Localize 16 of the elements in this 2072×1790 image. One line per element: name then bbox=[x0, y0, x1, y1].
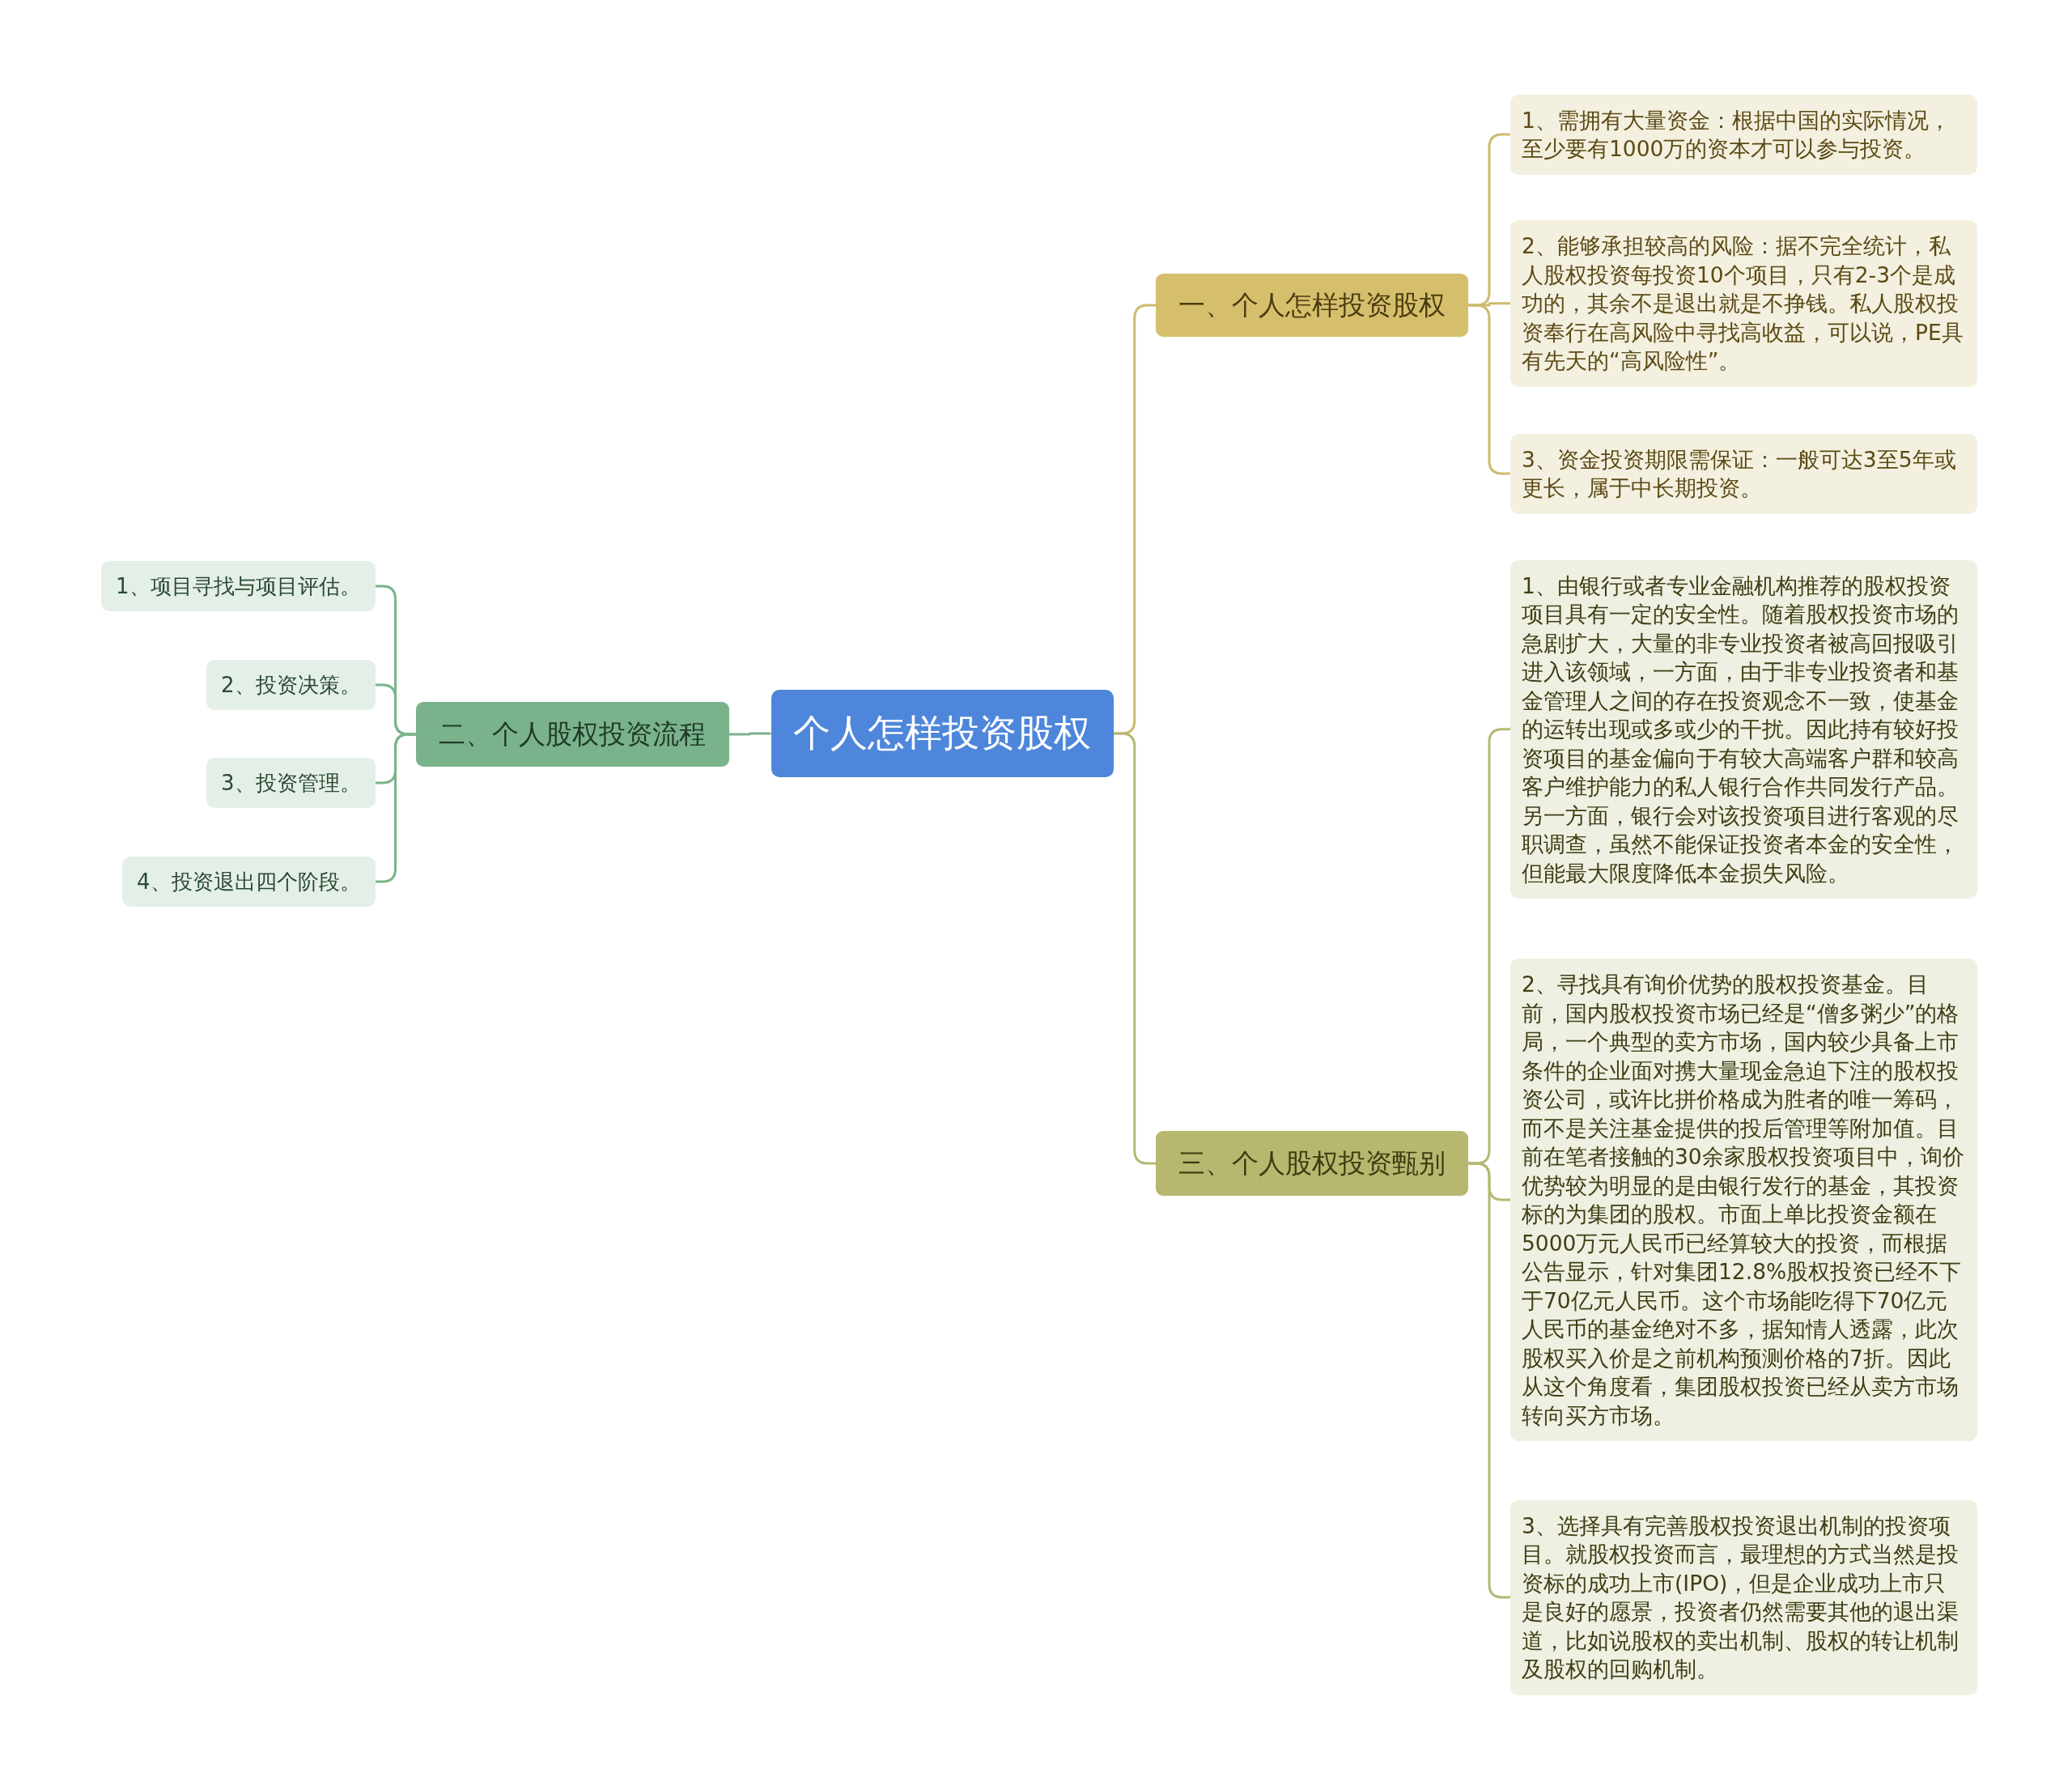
subtopic-card: 1、需拥有大量资金：根据中国的实际情况，至少要有1000万的资本才可以参与投资。 bbox=[1510, 94, 1977, 175]
connector-line bbox=[375, 733, 416, 883]
subtopic-card: 1、由银行或者专业金融机构推荐的股权投资项目具有一定的安全性。随着股权投资市场的急剧扩大，大量的非专业投资者被高回报吸引进入该领域，一方面，由于非专业投资者和基金管理人之间的存在投资观念不一致，使基金的运转出现或多或少的干扰。因此持有较好投资项目的基金偏向于有较大高端客户群和较高客户维护能力的私人银行合作共同发行产品。另一方面，银行会对该投资项目进行客观的尽职调查，虽然不能保证投资者本金的安全性，但能最大限度降低本金损失风险。 bbox=[1510, 559, 1977, 899]
main-topic-box: 三、个人股权投资甄别 bbox=[1156, 1131, 1468, 1196]
central-topic-box: 个人怎样投资股权 bbox=[771, 690, 1114, 777]
subtopic-card: 2、投资决策。 bbox=[206, 660, 376, 710]
subtopic-card: 2、能够承担较高的风险：据不完全统计，私人股权投资每投资10个项目，只有2-3个是成功的，其余不是退出就是不挣钱。私人股权投资奉行在高风险中寻找高收益，可以说，PE具有先天的“高风险性”。 bbox=[1510, 220, 1977, 387]
main-topic-box: 一、个人怎样投资股权 bbox=[1156, 274, 1468, 337]
main-topic-box: 二、个人股权投资流程 bbox=[415, 702, 729, 767]
subtopic-card: 2、寻找具有询价优势的股权投资基金。目前，国内股权投资市场已经是“僧多粥少”的格局，一个典型的卖方市场，国内较少具备上市条件的企业面对携大量现金急迫下注的股权投资公司，或许比拼价格成为胜者的唯一筹码，而不是关注基金提供的投后管理等附加值。目前在笔者接触的30余家股权投资项目中，询价优势较为明显的是由银行发行的基金，其投资标的为集团的股权。市面上单比投资金额在5000万元人民币已经算较大的投资，而根据公告显示，针对集团12.8%股权投资已经不下于70亿元人民币。这个市场能吃得下70亿元人民币的基金绝对不多，据知情人透露，此次股权买入价是之前机构预测价格的7折。因此从这个角度看，集团股权投资已经从卖方市场转向买方市场。 bbox=[1510, 959, 1977, 1441]
subtopic-card: 3、资金投资期限需保证：一般可达3至5年或更长，属于中长期投资。 bbox=[1510, 433, 1977, 514]
subtopic-card: 4、投资退出四个阶段。 bbox=[122, 857, 376, 907]
subtopic-card: 3、选择具有完善股权投资退出机制的投资项目。就股权投资而言，最理想的方式当然是投资标的成功上市(IPO)，但是企业成功上市只是良好的愿景，投资者仍然需要其他的退出渠道，比如说股权的卖出机制、股权的转让机制及股权的回购机制。 bbox=[1510, 1499, 1977, 1695]
subtopic-card: 3、投资管理。 bbox=[206, 758, 376, 808]
subtopic-card: 1、项目寻找与项目评估。 bbox=[101, 561, 376, 611]
connector-line bbox=[728, 732, 771, 736]
